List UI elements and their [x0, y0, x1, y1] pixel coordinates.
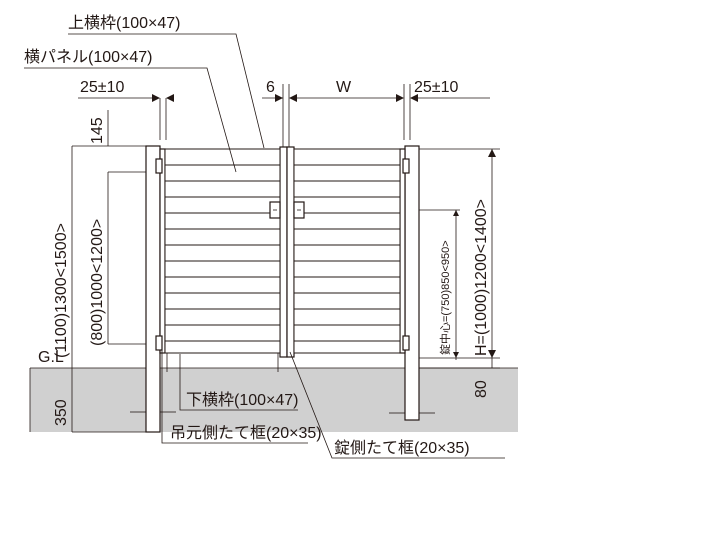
post-height-dimension: (1100)1300<1500> [53, 223, 70, 358]
panel-label: 横パネル(100×47) [24, 48, 153, 66]
arrow [488, 350, 496, 358]
arrow [396, 94, 404, 102]
top-frame-label: 上横枠(100×47) [68, 14, 181, 32]
right-post [389, 145, 435, 421]
right-clearance-label: 25±10 [414, 79, 458, 96]
lock-stile-label: 錠側たて框(20×35) [334, 439, 470, 457]
bottom-gap-dimension: 80 [473, 380, 490, 398]
arrow [410, 94, 418, 102]
arrow [275, 94, 283, 102]
hinge-stile-leader [161, 350, 308, 444]
top-frame-leader [68, 33, 265, 149]
left-panel-slats [164, 148, 281, 354]
gap-label: 6 [266, 79, 275, 96]
panel-leader [24, 67, 237, 173]
right-hinge-top [402, 158, 410, 174]
left-hinge-bottom [155, 335, 163, 351]
bottom-frame-leader [179, 354, 298, 411]
arrow [289, 94, 297, 102]
hinge-stile-label: 吊元側たて框(20×35) [170, 424, 322, 442]
arrow [453, 210, 459, 216]
bottom-frame-label: 下横枠(100×47) [186, 391, 299, 409]
ground-area [30, 368, 518, 432]
post-top-dimension: 145 [89, 117, 106, 144]
ground-line-label: G.L [38, 349, 64, 366]
embed-depth-dimension: 350 [53, 399, 70, 426]
width-label: W [336, 79, 352, 96]
right-gate-leaf [286, 146, 410, 358]
arrow [152, 94, 160, 102]
height-dimension: H=(1000)1200<1400> [473, 199, 490, 356]
arrow [488, 149, 496, 157]
right-hinge-bottom [402, 335, 410, 351]
left-hinge-top [155, 158, 163, 174]
left-clearance-label: 25±10 [80, 79, 124, 96]
arrow [166, 94, 174, 102]
left-gate-leaf [155, 146, 288, 358]
lock-hardware [269, 201, 305, 219]
lock-center-dimension: 錠中心=(750)850<950> [438, 240, 452, 355]
right-panel-slats [293, 148, 401, 354]
arrow [453, 352, 459, 358]
lock-stile-leader [289, 351, 505, 459]
hinge-span-dimension: (800)1000<1200> [89, 219, 106, 346]
